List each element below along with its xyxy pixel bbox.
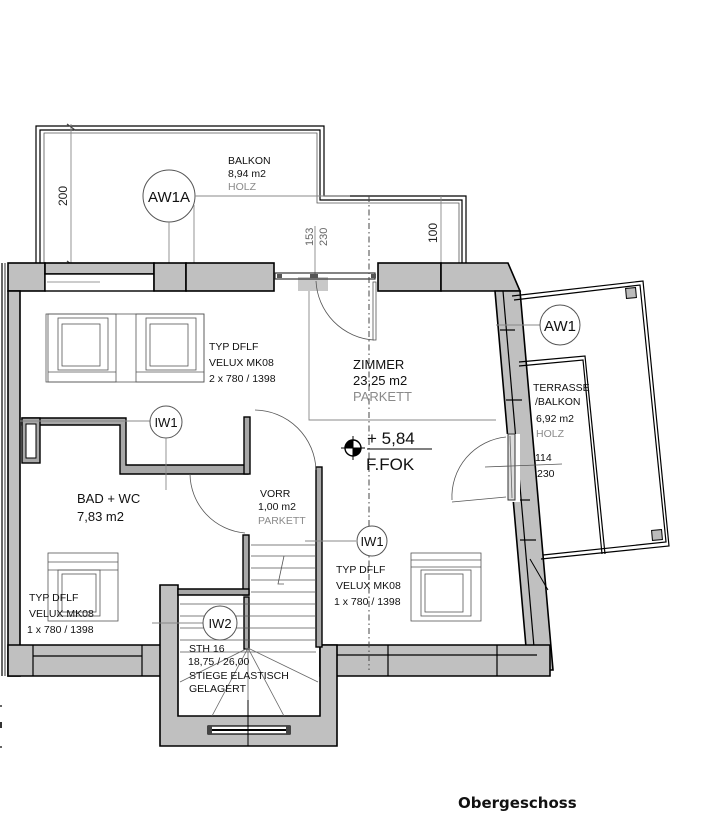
- svg-text:F.FOK: F.FOK: [366, 455, 415, 474]
- svg-text:8,94 m2: 8,94 m2: [228, 168, 266, 180]
- svg-text:IW1: IW1: [154, 415, 177, 430]
- room-label-terrasse: TERRASSE /BALKON 6,92 m2 HOLZ: [533, 382, 590, 440]
- balcony-railing: [35, 125, 467, 263]
- svg-text:GELAGERT: GELAGERT: [189, 683, 247, 695]
- door-swings: [189, 280, 507, 534]
- svg-text:230: 230: [537, 468, 555, 480]
- svg-text:1 x 780 / 1398: 1 x 780 / 1398: [334, 596, 401, 608]
- svg-text:STH 16: STH 16: [189, 643, 225, 655]
- svg-text:+ 5,84: + 5,84: [367, 429, 415, 448]
- svg-text:ZIMMER: ZIMMER: [353, 357, 404, 372]
- wall-tag-iw1-vorr: IW1: [305, 525, 388, 557]
- svg-text:PARKETT: PARKETT: [353, 389, 412, 404]
- svg-text:HOLZ: HOLZ: [536, 428, 565, 440]
- window-label-bath: TYP DFLF VELUX MK08 1 x 780 / 1398: [27, 592, 94, 636]
- window-label-zimmer: TYP DFLF VELUX MK08 1 x 780 / 1398: [334, 564, 401, 608]
- svg-text:18,75 / 26,00: 18,75 / 26,00: [188, 656, 249, 668]
- svg-text:AW1A: AW1A: [148, 189, 190, 206]
- svg-text:100: 100: [426, 223, 440, 243]
- svg-text:IW2: IW2: [208, 616, 231, 631]
- svg-text:VELUX MK08: VELUX MK08: [209, 357, 274, 369]
- dimension-200: 200: [56, 123, 76, 268]
- svg-text:PARKETT: PARKETT: [258, 515, 306, 527]
- dimension-door-top: 153 230: [304, 226, 330, 290]
- exterior-walls: [1, 262, 554, 747]
- skylight-window-zimmer: [410, 552, 482, 622]
- svg-text:VELUX MK08: VELUX MK08: [336, 580, 401, 592]
- svg-text:TYP DFLF: TYP DFLF: [336, 564, 385, 576]
- stair-label: STH 16 18,75 / 26,00 STIEGE ELASTISCH GE…: [188, 643, 289, 695]
- svg-text:23,25 m2: 23,25 m2: [353, 373, 407, 388]
- svg-text:200: 200: [56, 186, 70, 206]
- skylight-window-pair: [45, 313, 205, 383]
- svg-text:HOLZ: HOLZ: [228, 181, 257, 193]
- svg-text:BAD + WC: BAD + WC: [77, 491, 140, 506]
- wall-tag-iw1-bath: IW1: [20, 405, 183, 490]
- wall-tag-aw1: AW1: [496, 304, 581, 346]
- dimension-100: 100: [426, 196, 442, 266]
- wall-tag-iw2: IW2: [152, 605, 238, 641]
- svg-text:114: 114: [535, 452, 552, 464]
- interior-walls: [21, 416, 323, 650]
- margin-marks: [0, 705, 2, 748]
- dimension-door-right: 114 230: [484, 452, 563, 480]
- terrace-outline: [511, 280, 670, 591]
- svg-text:2 x 780 / 1398: 2 x 780 / 1398: [209, 373, 276, 385]
- svg-text:VELUX MK08: VELUX MK08: [29, 608, 94, 620]
- floor-title: Obergeschoss: [458, 794, 577, 812]
- skylight-window-bath: [47, 552, 119, 622]
- level-marker: + 5,84 F.FOK: [341, 429, 432, 474]
- room-label-vorr: VORR 1,00 m2 PARKETT: [258, 488, 306, 527]
- staircase: [179, 544, 319, 746]
- svg-text:6,92 m2: 6,92 m2: [536, 413, 574, 425]
- svg-text:TYP DFLF: TYP DFLF: [209, 341, 258, 353]
- room-label-zimmer: ZIMMER 23,25 m2 PARKETT: [353, 357, 412, 404]
- svg-text:230: 230: [318, 228, 330, 246]
- svg-text:BALKON: BALKON: [228, 155, 271, 167]
- window-label-pair: TYP DFLF VELUX MK08 2 x 780 / 1398: [209, 341, 276, 385]
- svg-text:STIEGE ELASTISCH: STIEGE ELASTISCH: [189, 670, 289, 682]
- svg-text:/BALKON: /BALKON: [535, 396, 581, 408]
- svg-text:7,83 m2: 7,83 m2: [77, 509, 124, 524]
- svg-text:1 x 780 / 1398: 1 x 780 / 1398: [27, 624, 94, 636]
- svg-text:IW1: IW1: [360, 534, 383, 549]
- svg-text:TERRASSE: TERRASSE: [533, 382, 590, 394]
- room-label-balkon: BALKON 8,94 m2 HOLZ: [228, 155, 271, 193]
- room-label-bad: BAD + WC 7,83 m2: [77, 491, 140, 524]
- svg-text:AW1: AW1: [544, 318, 576, 335]
- svg-text:1,00 m2: 1,00 m2: [258, 501, 296, 513]
- svg-text:TYP DFLF: TYP DFLF: [29, 592, 78, 604]
- wall-tag-aw1a: AW1A: [142, 169, 350, 280]
- svg-text:VORR: VORR: [260, 488, 291, 500]
- svg-text:153: 153: [304, 228, 316, 246]
